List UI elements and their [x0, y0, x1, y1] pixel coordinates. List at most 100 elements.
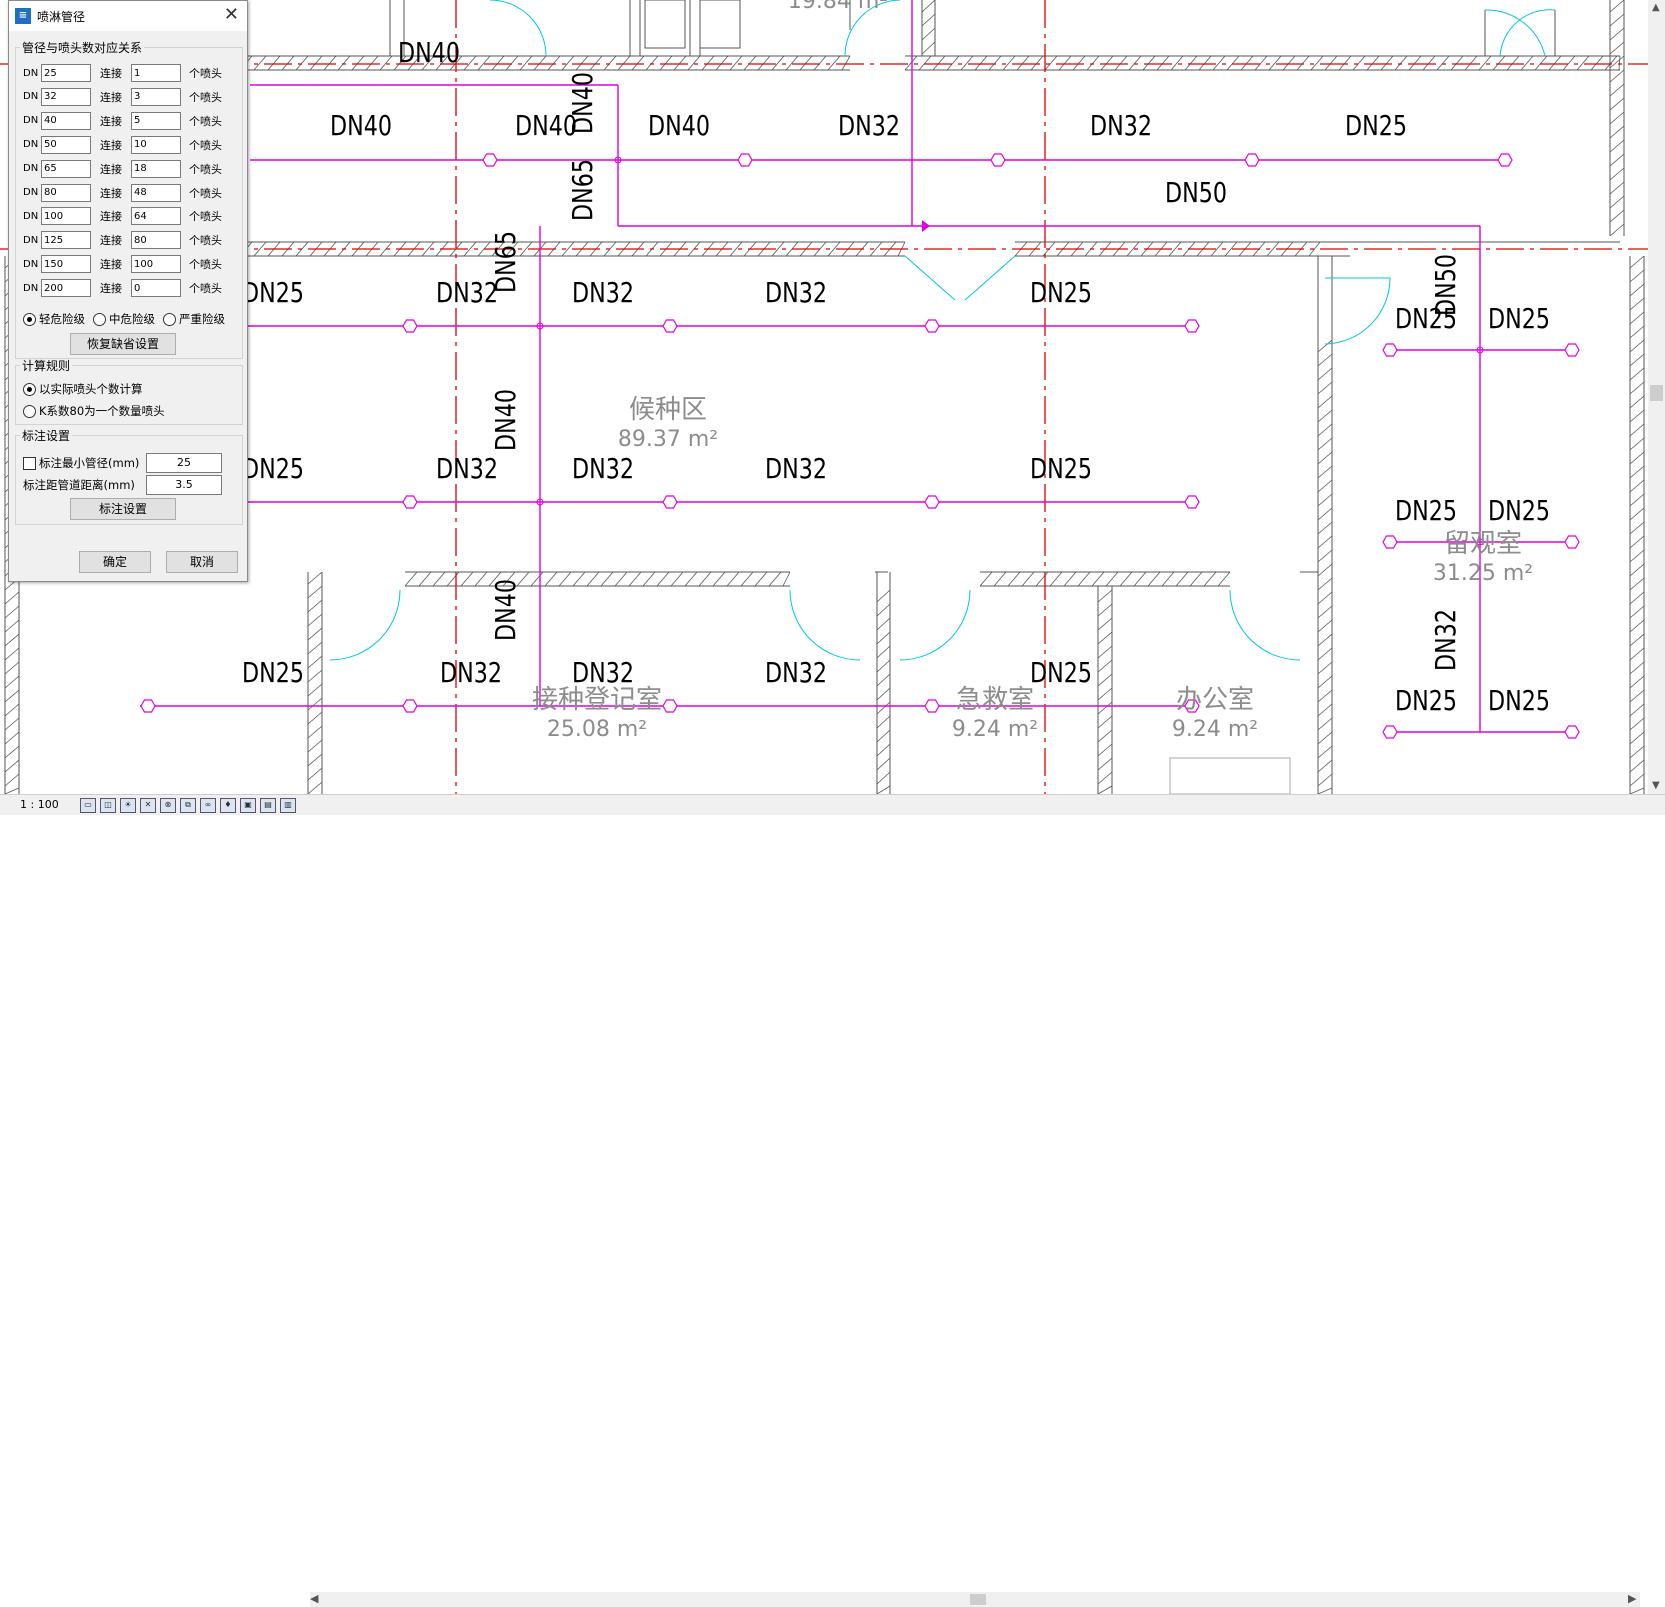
hatch-stroke — [1296, 55, 1310, 71]
hazard-light-option[interactable]: 轻危险级 — [23, 311, 85, 327]
cancel-button[interactable]: 取消 — [166, 551, 238, 573]
scale-readout[interactable]: 1 : 100 — [20, 798, 59, 811]
crop-region-icon[interactable]: ⧉ — [180, 798, 196, 813]
sprinkler-head — [1564, 343, 1580, 357]
hatch-stroke — [876, 589, 891, 603]
render-icon[interactable]: ▣ — [240, 798, 256, 813]
horizontal-scrollbar[interactable]: ◀ ▶ — [310, 1592, 1640, 1607]
hatch-stroke — [4, 605, 20, 619]
min-dia-input[interactable]: 25 — [146, 453, 222, 473]
dn-size-input[interactable] — [41, 231, 91, 250]
dialog-titlebar[interactable]: ≡ 喷淋管径 ✕ — [9, 1, 247, 31]
hatch-stroke — [533, 55, 547, 71]
analysis-icon[interactable]: ▤ — [260, 798, 276, 813]
hatch-stroke — [1317, 493, 1333, 507]
status-bar: 1 : 100 ▭ ◫ ☀ ✕ ⊗ ⧉ ∞ ♦ ▣ ▤ ▥ ◀ ▶ — [0, 794, 1665, 1607]
connect-label: 连接 — [100, 114, 122, 128]
hide-elements-icon[interactable]: ✕ — [140, 798, 156, 813]
vertical-scroll-thumb[interactable] — [1650, 385, 1663, 401]
head-count-input[interactable] — [131, 255, 181, 274]
hatch-stroke — [1450, 55, 1464, 71]
scroll-up-icon[interactable]: ▲ — [1652, 2, 1660, 13]
close-icon[interactable]: ✕ — [223, 4, 239, 25]
hazard-light-radio[interactable] — [23, 313, 36, 326]
hatch-stroke — [502, 571, 516, 587]
scroll-right-icon[interactable]: ▶ — [1628, 1592, 1637, 1605]
dn-prefix: DN — [23, 282, 39, 294]
min-dia-option[interactable]: 标注最小管径(mm) — [23, 455, 139, 471]
dn-label: DN40 — [398, 36, 460, 69]
restore-defaults-button[interactable]: 恢复缺省设置 — [70, 333, 176, 355]
pipe-tee — [1476, 346, 1484, 354]
hatch-stroke — [307, 627, 323, 641]
head-count-input[interactable] — [131, 183, 181, 202]
hatch-stroke — [1609, 153, 1625, 167]
hazard-severe-radio[interactable] — [163, 313, 176, 326]
pipe-head-row: DN连接个喷头 — [23, 63, 222, 83]
hatch-stroke — [4, 745, 20, 759]
hatch-stroke — [351, 55, 365, 71]
isolate-icon[interactable]: ⊗ — [160, 798, 176, 813]
dn-size-input[interactable] — [41, 207, 91, 226]
hatch-stroke — [253, 241, 267, 257]
temporary-lock-icon[interactable]: ♦ — [220, 798, 236, 813]
min-dia-checkbox[interactable] — [23, 456, 36, 470]
ok-button[interactable]: 确定 — [79, 551, 151, 573]
vertical-scrollbar[interactable]: ▲ ▼ — [1648, 0, 1665, 794]
dn-prefix: DN — [23, 91, 39, 103]
dn-size-input[interactable] — [41, 135, 91, 154]
constraints-icon[interactable]: ▥ — [280, 798, 296, 813]
head-count-input[interactable] — [131, 207, 181, 226]
scroll-down-icon[interactable]: ▼ — [1652, 780, 1660, 791]
door-swing — [1484, 9, 1556, 57]
connect-label: 连接 — [100, 186, 122, 200]
hatch-stroke — [1629, 717, 1645, 731]
rule-k80-radio[interactable] — [23, 404, 36, 418]
dn-size-input[interactable] — [41, 183, 91, 202]
hazard-medium-option[interactable]: 中危险级 — [93, 311, 155, 327]
head-count-input[interactable] — [131, 279, 181, 298]
hatch-stroke — [1217, 571, 1231, 587]
dn-size-input[interactable] — [41, 159, 91, 178]
door-swing — [904, 255, 1016, 301]
view-cube-icon[interactable]: ◫ — [100, 798, 116, 813]
reveal-icon[interactable]: ∞ — [200, 798, 216, 813]
rule-k80-option[interactable]: K系数80为一个数量喷头 — [23, 403, 165, 419]
model-space-icon[interactable]: ▭ — [80, 798, 96, 813]
visual-style-icon[interactable]: ☀ — [120, 798, 136, 813]
hatch-stroke — [307, 683, 323, 697]
dn-size-input[interactable] — [41, 255, 91, 274]
head-count-input[interactable] — [131, 159, 181, 178]
rule-actual-option[interactable]: 以实际喷头个数计算 — [23, 381, 143, 397]
scroll-left-icon[interactable]: ◀ — [310, 1592, 319, 1605]
hatch-stroke — [1629, 409, 1645, 423]
hatch-stroke — [771, 241, 785, 257]
rule-actual-radio[interactable] — [23, 382, 36, 396]
hatch-stroke — [4, 717, 20, 731]
hatch-stroke — [1240, 55, 1254, 71]
sprinkler-head — [1497, 153, 1513, 167]
hatch-stroke — [309, 55, 323, 71]
distance-input[interactable]: 3.5 — [146, 475, 222, 495]
hatch-stroke — [988, 55, 1002, 71]
hatch-stroke — [307, 585, 323, 599]
dn-size-input[interactable] — [41, 111, 91, 130]
annotate-settings-button[interactable]: 标注设置 — [70, 498, 176, 520]
hazard-medium-radio[interactable] — [93, 313, 106, 326]
head-count-input[interactable] — [131, 135, 181, 154]
horizontal-scroll-thumb[interactable] — [970, 1594, 986, 1605]
hatch-stroke — [656, 571, 670, 587]
dn-size-input[interactable] — [41, 87, 91, 106]
dn-size-input[interactable] — [41, 64, 91, 82]
head-count-input[interactable] — [131, 111, 181, 130]
wall-hatch — [404, 571, 791, 587]
hatch-stroke — [600, 571, 614, 587]
hatch-stroke — [1609, 139, 1625, 153]
head-count-input[interactable] — [131, 87, 181, 106]
head-count-input[interactable] — [131, 64, 181, 82]
hatch-stroke — [1063, 571, 1077, 587]
head-count-input[interactable] — [131, 231, 181, 250]
dn-size-input[interactable] — [41, 279, 91, 298]
hazard-severe-option[interactable]: 严重险级 — [163, 311, 225, 327]
